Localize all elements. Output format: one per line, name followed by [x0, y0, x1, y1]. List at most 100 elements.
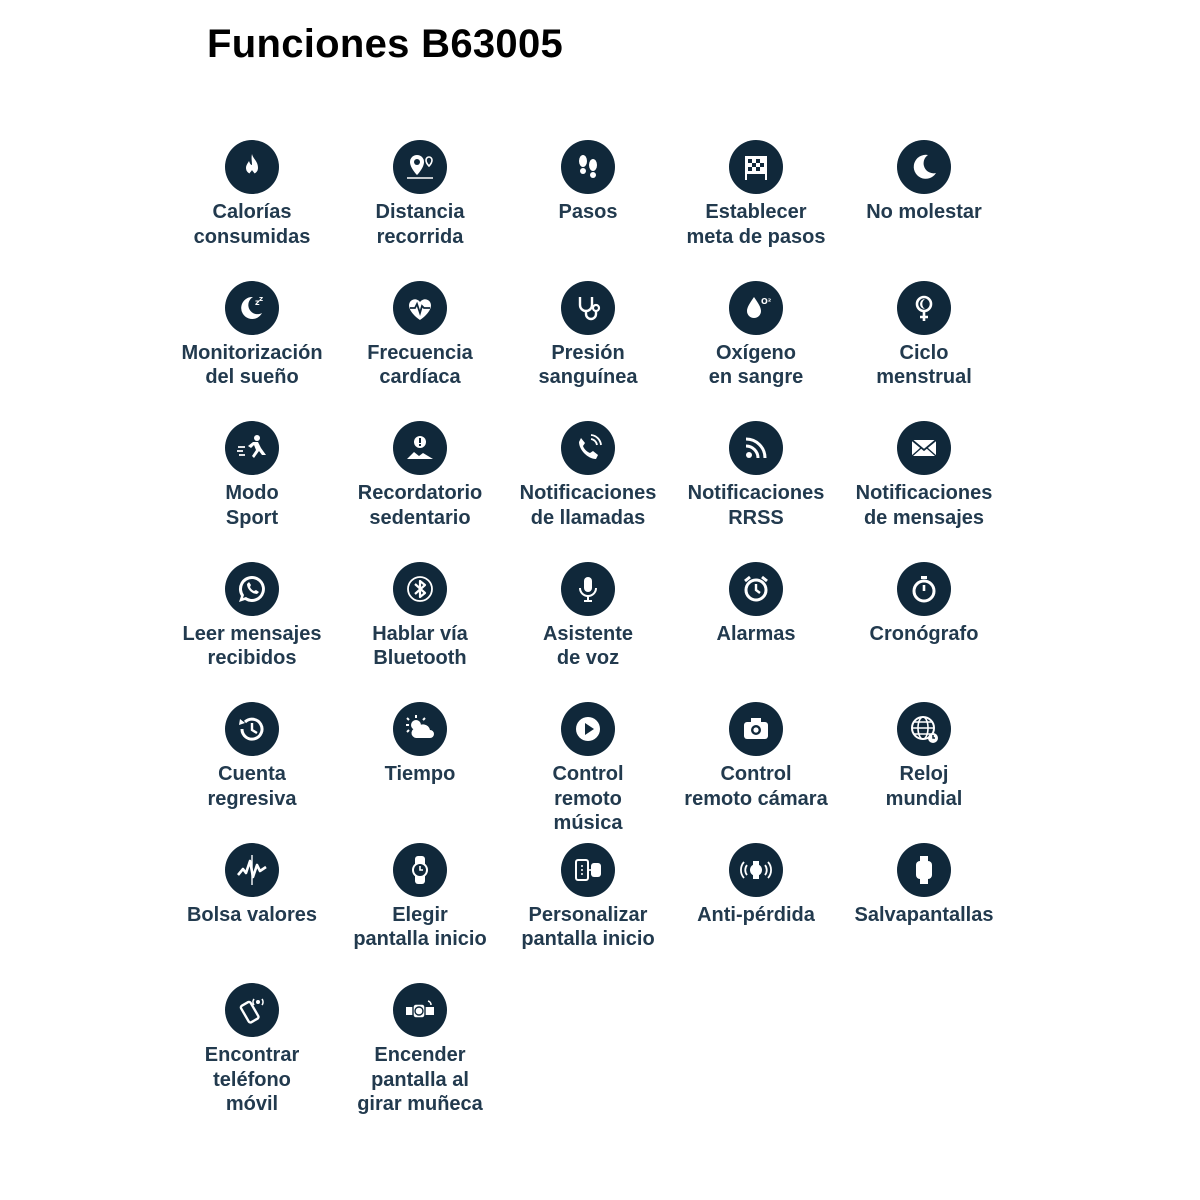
- feature-label: Oxígeno en sangre: [708, 341, 804, 389]
- feature-label: Encender pantalla al girar muñeca: [357, 1044, 483, 1115]
- feature-item: Control remoto música: [504, 702, 672, 843]
- microphone-icon: [561, 561, 615, 616]
- feature-label: Modo Sport: [225, 482, 279, 529]
- feature-label: Bolsa valores: [186, 903, 318, 926]
- feature-label: No molestar: [866, 201, 982, 223]
- feature-label: Alarmas: [716, 622, 796, 645]
- oxygen-drop-icon: O²: [729, 280, 783, 335]
- feature-label: Frecuencia cardíaca: [367, 341, 473, 389]
- phone-call-icon: [561, 421, 615, 475]
- feature-label: Cronógrafo: [869, 622, 979, 645]
- checkered-flag-icon: [729, 140, 783, 194]
- feature-label: Control remoto música: [552, 763, 624, 834]
- camera-icon: [729, 702, 783, 756]
- feature-label: Salvapantallas: [854, 903, 994, 926]
- feature-label: Asistente de voz: [542, 622, 634, 670]
- feature-item: Frecuencia cardíaca: [336, 280, 504, 422]
- feature-item: Hablar vía Bluetooth: [336, 561, 504, 703]
- stethoscope-icon: [561, 280, 615, 335]
- feature-item: Encender pantalla al girar muñeca: [336, 983, 504, 1124]
- feature-item: Elegir pantalla inicio: [336, 842, 504, 984]
- feature-label: Presión sanguínea: [538, 341, 638, 389]
- female-symbol-moon-icon: [897, 280, 951, 335]
- watch-signal-icon: [729, 842, 783, 897]
- feature-label: Notificaciones RRSS: [687, 482, 825, 529]
- feature-item: Encontrar teléfono móvil: [168, 983, 336, 1124]
- alarm-clock-icon: [729, 561, 783, 616]
- feature-label: Notificaciones de llamadas: [519, 482, 657, 529]
- feature-item: Modo Sport: [168, 421, 336, 562]
- feature-item: Distancia recorrida: [336, 140, 504, 281]
- phone-vibrate-icon: [225, 983, 279, 1037]
- feature-item: Anti-pérdida: [672, 842, 840, 984]
- globe-clock-icon: [897, 702, 951, 756]
- svg-text:z: z: [255, 298, 260, 307]
- wrist-watch-icon: [393, 983, 447, 1037]
- countdown-icon: [225, 702, 279, 756]
- feature-item: Alarmas: [672, 561, 840, 703]
- feature-label: Pasos: [558, 201, 618, 223]
- feature-label: Elegir pantalla inicio: [353, 903, 487, 951]
- feature-label: Recordatorio sedentario: [357, 482, 483, 529]
- svg-text:z: z: [259, 295, 263, 303]
- flame-icon: [225, 140, 279, 194]
- feature-label: Leer mensajes recibidos: [182, 622, 322, 670]
- phone-watch-icon: [561, 842, 615, 897]
- feature-label: Control remoto cámara: [684, 763, 828, 810]
- feature-item: Ciclo menstrual: [840, 280, 1008, 422]
- runner-icon: [225, 421, 279, 475]
- bluetooth-icon: [393, 561, 447, 616]
- feature-item: Notificaciones de llamadas: [504, 421, 672, 562]
- feature-label: Reloj mundial: [885, 763, 963, 810]
- feature-label: Distancia recorrida: [375, 201, 465, 248]
- rss-icon: [729, 421, 783, 475]
- feature-label: Cuenta regresiva: [207, 763, 297, 810]
- svg-text:O²: O²: [761, 297, 772, 306]
- feature-item: Presión sanguínea: [504, 280, 672, 422]
- feature-item: Calorías consumidas: [168, 140, 336, 281]
- whatsapp-icon: [225, 561, 279, 616]
- feature-item: O² Oxígeno en sangre: [672, 280, 840, 422]
- feature-item: Tiempo: [336, 702, 504, 843]
- map-pin-icon: [393, 140, 447, 194]
- feature-label: Encontrar teléfono móvil: [204, 1044, 300, 1115]
- feature-grid: Calorías consumidas Distancia recorrida …: [168, 140, 1008, 1124]
- footprints-icon: [561, 140, 615, 194]
- feature-label: Personalizar pantalla inicio: [521, 903, 655, 951]
- feature-item: Cuenta regresiva: [168, 702, 336, 843]
- weather-sun-cloud-icon: [393, 702, 447, 756]
- feature-label: Notificaciones de mensajes: [855, 482, 993, 529]
- feature-item: Notificaciones de mensajes: [840, 421, 1008, 562]
- feature-item: Establecer meta de pasos: [672, 140, 840, 281]
- envelope-icon: [897, 421, 951, 475]
- feature-label: Hablar vía Bluetooth: [372, 622, 468, 670]
- feature-label: Tiempo: [384, 763, 456, 785]
- feature-item: Recordatorio sedentario: [336, 421, 504, 562]
- feature-item: Personalizar pantalla inicio: [504, 842, 672, 984]
- feature-item: No molestar: [840, 140, 1008, 281]
- stopwatch-icon: [897, 561, 951, 616]
- sedentary-alert-icon: [393, 421, 447, 475]
- feature-label: Calorías consumidas: [193, 201, 311, 248]
- feature-item: Reloj mundial: [840, 702, 1008, 843]
- stock-chart-icon: [225, 842, 279, 897]
- smartwatch-icon: [897, 842, 951, 897]
- moon-icon: [897, 140, 951, 194]
- feature-item: Leer mensajes recibidos: [168, 561, 336, 703]
- feature-item: Notificaciones RRSS: [672, 421, 840, 562]
- feature-item: Asistente de voz: [504, 561, 672, 703]
- feature-item: Bolsa valores: [168, 842, 336, 984]
- feature-label: Ciclo menstrual: [876, 341, 972, 389]
- watch-face-icon: [393, 842, 447, 897]
- feature-item: Cronógrafo: [840, 561, 1008, 703]
- feature-item: Salvapantallas: [840, 842, 1008, 984]
- play-button-icon: [561, 702, 615, 756]
- feature-item: Control remoto cámara: [672, 702, 840, 843]
- feature-label: Anti-pérdida: [697, 903, 815, 926]
- feature-item: Pasos: [504, 140, 672, 281]
- feature-label: Monitorización del sueño: [181, 341, 323, 389]
- heart-pulse-icon: [393, 280, 447, 335]
- feature-label: Establecer meta de pasos: [686, 201, 826, 248]
